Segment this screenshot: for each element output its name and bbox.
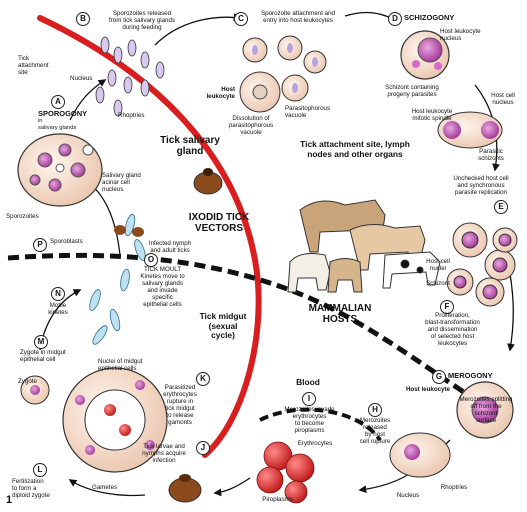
badge-j: J [196,441,210,455]
badge-e: E [494,200,508,214]
label-parasitic-schizonts: Parasitic schizonts [466,148,516,162]
label-nucleus-bottom: Nucleus [388,492,428,499]
stage-a-text: in salivary glands [38,118,98,132]
label-piroplasms: Piroplasms [255,496,300,503]
label-erythrocytes: Erythrocytes [290,440,340,447]
label-zygote: Zygote [18,378,48,385]
erythrocytes [257,442,314,503]
badge-p: P [33,238,47,252]
stage-j-text: Tick larvae and nymphs acquire infection [132,443,196,464]
badge-b: B [76,12,90,26]
stage-d-title: SCHIZOGONY [404,14,474,21]
region-attachment-site: Tick attachment site, lymph nodes and ot… [285,140,425,159]
label-nucleus-top: Nucleus [70,75,110,82]
region-mammalian-hosts: MAMMALIAN HOSTS [295,303,385,325]
stage-m-text: Zygote in midgut epithelial cell [20,349,90,363]
region-ixodid: IXODID TICK VECTORS [173,212,265,234]
label-host-cell-nuclei: Host cell nuclei [418,258,458,272]
label-host-leukocyte-c: Host leukocyte [190,86,235,100]
badge-i: I [302,392,316,406]
stage-g-title: MEROGONY [448,372,518,379]
salivary-gland-acinus [18,134,102,206]
label-gametes: Gametes [92,484,132,491]
label-salivary-acinar: Salivary gland acinar cell nucleus [102,172,162,193]
stage-e-text: Unchecked host cell and synchronous para… [440,175,522,196]
badge-d: D [388,12,402,26]
label-host-cell-nucleus: Host cell nucleus [478,92,527,106]
label-rhoptries-top: Rhoptries [118,112,158,119]
badge-m: M [34,335,48,349]
stage-l-text: Fertilization to form a diploid zygote [12,478,72,499]
label-schizont: Schizont [418,280,458,287]
region-tick-salivary-gland: Tick salivary gland [135,135,245,157]
label-infected-nymph: Infected nymph and adult ticks [135,240,205,254]
label-nuclei-midgut: Nuclei of midgut epithelial cells [98,358,168,372]
stage-p-text: Sporoblasts [50,238,100,245]
stage-b-text: Sporozoites released from tick salivary … [92,10,192,31]
stage-f-text: Proliferation, blast-transformation and … [415,312,490,347]
stage-o-text: TICK MOULT Kinetes move to salivary glan… [125,266,200,308]
feeding-tick-j [169,474,201,502]
badge-l: L [33,463,47,477]
badge-a: A [51,95,65,109]
label-dissolution: Dissolution of parasitophorous vacuole [216,115,286,136]
mammalian-host-silhouettes [288,200,440,292]
badge-h: H [368,403,382,417]
label-schizont-progeny: Schizont containing progeny parasites [372,84,452,98]
label-parasitophorous-vacuole: Parasitophorous vacuole [285,105,355,119]
rupturing-cell [390,433,450,477]
stage-i-text: Merozoites invade erythrocytes to become… [272,406,347,434]
label-tick-attachment-site: Tick attachment site [18,55,68,76]
label-rhoptries-bottom: Rhoptries [434,484,474,491]
region-tick-midgut: Tick midgut (sexual cycle) [188,312,258,341]
stage-a-title: SPOROGONY [38,110,98,117]
region-blood: Blood [288,378,328,388]
label-sporozoites: Sporozoites [6,213,51,220]
badge-g: G [432,370,446,384]
stage-h-text: Merozoites released by host cell rupture [354,417,396,445]
badge-o: O [144,253,158,267]
label-mitotic-spindle: Host leukocyte mitotic spindle [400,108,464,122]
label-merozoites-splitting: Merozoites splitting off from the schizo… [448,396,524,424]
host-leukocytes-c [240,36,326,112]
stage-n-text: Motile kinetes [38,302,78,316]
stage-c-text: Sporozoite attachment and entry into hos… [248,10,348,24]
label-host-leukocyte-g: Host leukocyte [390,386,450,393]
label-host-leukocyte-nucleus: Host leukocyte nucleus [440,28,510,42]
badge-n: N [51,287,65,301]
badge-c: C [234,12,248,26]
stage-k-text: Parasitized erythrocytes rupture in tick… [150,384,210,426]
